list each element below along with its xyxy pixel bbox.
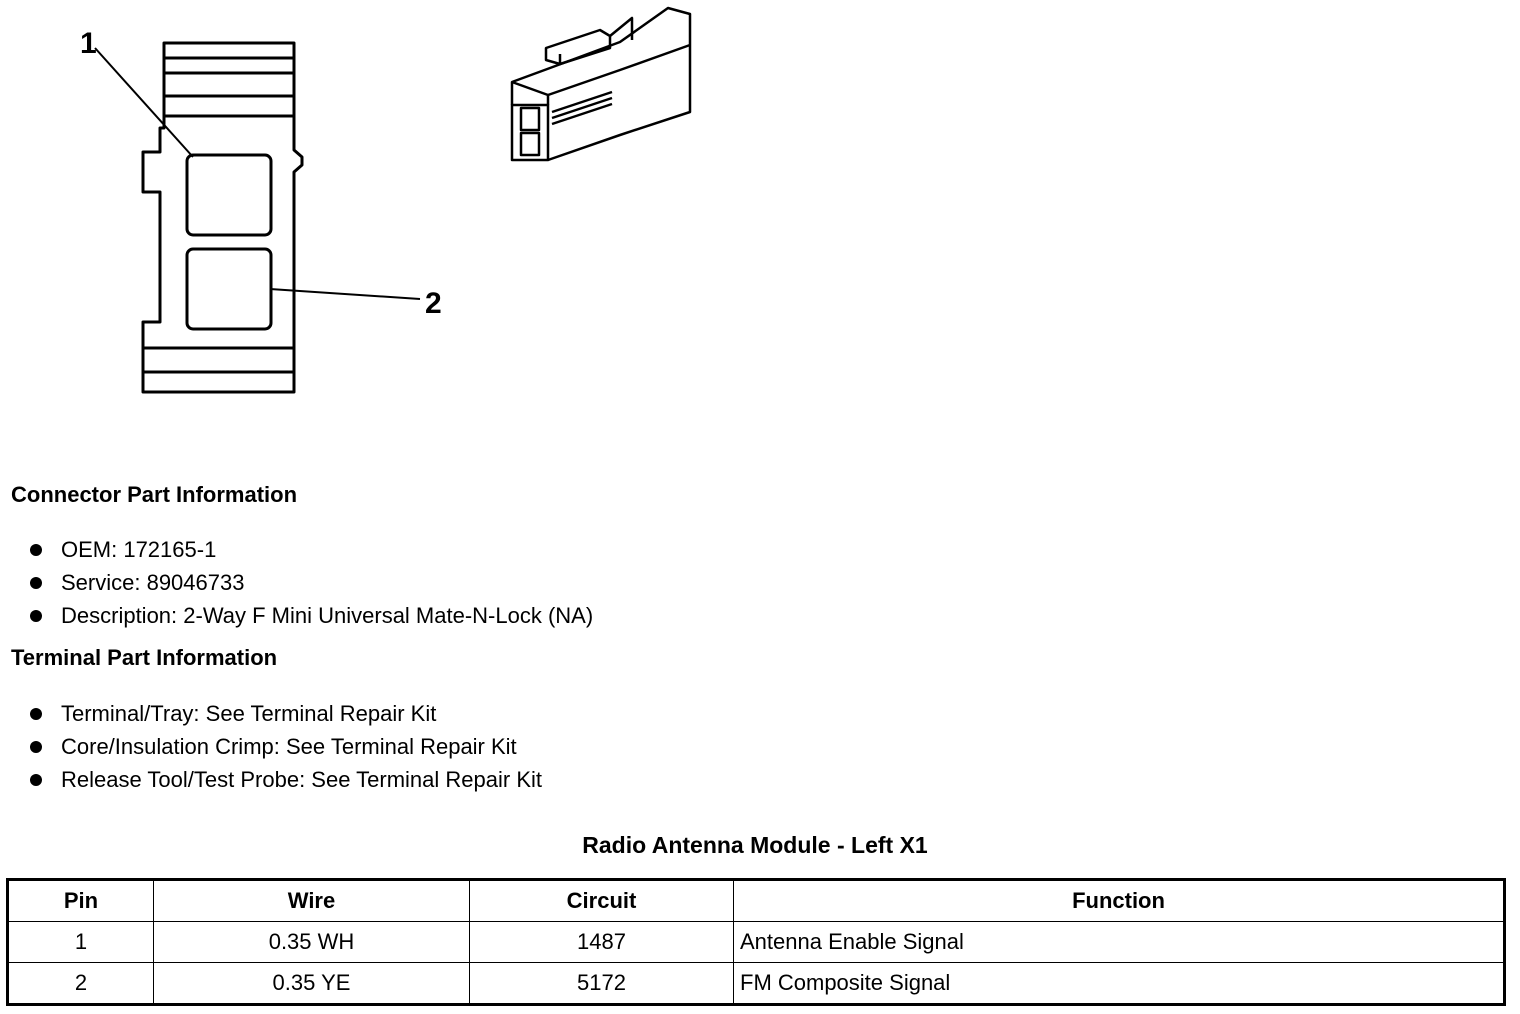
column-header-function: Function bbox=[733, 879, 1505, 922]
table-header-row: Pin Wire Circuit Function bbox=[7, 879, 1505, 922]
cell-function: FM Composite Signal bbox=[733, 962, 1505, 1005]
list-item: Terminal/Tray: See Terminal Repair Kit bbox=[28, 697, 542, 730]
pin-table: Pin Wire Circuit Function 1 0.35 WH 1487… bbox=[6, 878, 1506, 1006]
list-item: OEM: 172165-1 bbox=[28, 533, 593, 566]
list-item: Release Tool/Test Probe: See Terminal Re… bbox=[28, 763, 542, 796]
cavity-1 bbox=[185, 153, 273, 237]
connector-info-list: OEM: 172165-1 Service: 89046733 Descript… bbox=[28, 533, 593, 632]
cell-function: Antenna Enable Signal bbox=[733, 921, 1505, 963]
bullet-icon bbox=[30, 774, 42, 786]
cell-circuit: 5172 bbox=[469, 962, 734, 1005]
callout-2: 2 bbox=[425, 287, 442, 320]
cell-circuit: 1487 bbox=[469, 921, 734, 963]
bullet-icon bbox=[30, 741, 42, 753]
terminal-info-heading: Terminal Part Information bbox=[11, 645, 278, 670]
terminal-info-list: Terminal/Tray: See Terminal Repair Kit C… bbox=[28, 697, 542, 796]
bullet-icon bbox=[30, 610, 42, 622]
bullet-icon bbox=[30, 577, 42, 589]
cavity-2 bbox=[185, 247, 273, 331]
bullet-icon bbox=[30, 708, 42, 720]
connector-diagram: 1 2 bbox=[80, 6, 692, 394]
column-header-wire: Wire bbox=[153, 879, 470, 922]
connector-face-view bbox=[94, 41, 421, 394]
list-item: Core/Insulation Crimp: See Terminal Repa… bbox=[28, 730, 542, 763]
connector-isometric-view bbox=[510, 6, 692, 162]
cell-pin: 1 bbox=[7, 921, 154, 963]
cell-wire: 0.35 WH bbox=[153, 921, 470, 963]
table-row: 2 0.35 YE 5172 FM Composite Signal bbox=[7, 962, 1505, 1005]
connector-info-heading: Connector Part Information bbox=[11, 482, 298, 507]
cell-wire: 0.35 YE bbox=[153, 962, 470, 1005]
column-header-circuit: Circuit bbox=[469, 879, 734, 922]
callout-1: 1 bbox=[80, 27, 97, 60]
table-row: 1 0.35 WH 1487 Antenna Enable Signal bbox=[7, 921, 1505, 963]
table-title: Radio Antenna Module - Left X1 bbox=[582, 832, 928, 858]
bullet-icon bbox=[30, 544, 42, 556]
list-item: Description: 2-Way F Mini Universal Mate… bbox=[28, 599, 593, 632]
cell-pin: 2 bbox=[7, 962, 154, 1005]
leader-line-1 bbox=[94, 47, 194, 158]
leader-line-2 bbox=[269, 288, 421, 300]
list-item: Service: 89046733 bbox=[28, 566, 593, 599]
column-header-pin: Pin bbox=[7, 879, 154, 922]
